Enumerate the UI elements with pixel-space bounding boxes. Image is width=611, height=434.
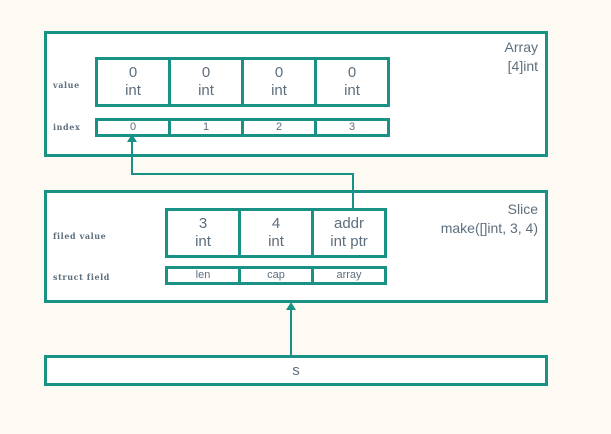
array-type-3: int [344, 82, 360, 99]
array-title: Array [504, 39, 538, 55]
array-value-cell-2: 0 int [241, 57, 317, 107]
variable-pointer-segment [290, 309, 292, 356]
slice-value-row: 3 int 4 int addr int ptr [165, 208, 387, 258]
variable-pointer-arrowhead [286, 302, 296, 310]
array-value-0: 0 [128, 64, 138, 81]
array-type-1: int [198, 82, 214, 99]
array-value-1: 0 [201, 64, 211, 81]
array-pointer-segment-horizontal [131, 173, 354, 175]
array-value-cell-1: 0 int [168, 57, 244, 107]
array-pointer-segment-vertical-right [352, 173, 354, 210]
slice-type-len: int [195, 233, 211, 250]
array-index-row: 0 1 2 3 [95, 118, 390, 137]
array-type-0: int [125, 82, 141, 99]
array-pointer-arrowhead [127, 134, 137, 142]
slice-struct-field-row-label: struct field [53, 272, 110, 282]
array-value-2: 0 [274, 64, 284, 81]
slice-field-cell-array: array [311, 266, 387, 285]
array-value-3: 0 [347, 64, 357, 81]
variable-label: s [292, 362, 300, 379]
array-value-row-label: value [53, 80, 80, 90]
slice-field-cell-len: len [165, 266, 241, 285]
array-index-cell-2: 2 [241, 118, 317, 137]
array-index-3: 3 [348, 121, 356, 133]
slice-value-array: addr [333, 215, 365, 232]
array-index-cell-3: 3 [314, 118, 390, 137]
array-index-row-label: index [53, 122, 81, 132]
slice-value-len: 3 [198, 215, 208, 232]
array-value-row: 0 int 0 int 0 int 0 int [95, 57, 390, 107]
slice-field-array: array [336, 269, 362, 281]
array-type-2: int [271, 82, 287, 99]
array-pointer-segment-vertical-left [131, 141, 133, 175]
slice-field-cell-cap: cap [238, 266, 314, 285]
slice-field-row: len cap array [165, 266, 387, 285]
slice-type-array: int ptr [330, 233, 368, 250]
slice-value-cap: 4 [271, 215, 281, 232]
array-index-1: 1 [202, 121, 210, 133]
array-index-cell-1: 1 [168, 118, 244, 137]
slice-value-cell-len: 3 int [165, 208, 241, 258]
array-index-2: 2 [275, 121, 283, 133]
slice-field-cap: cap [267, 269, 285, 281]
array-subtitle: [4]int [507, 58, 538, 74]
array-value-cell-3: 0 int [314, 57, 390, 107]
slice-value-cell-cap: 4 int [238, 208, 314, 258]
slice-type-cap: int [268, 233, 284, 250]
variable-box: s [44, 355, 548, 386]
slice-value-cell-array: addr int ptr [311, 208, 387, 258]
slice-subtitle: make([]int, 3, 4) [440, 220, 538, 236]
slice-title: Slice [507, 201, 538, 217]
slice-field-len: len [195, 269, 211, 281]
array-corner-label: Array [4]int [404, 38, 538, 76]
slice-corner-label: Slice make([]int, 3, 4) [368, 200, 538, 238]
array-index-0: 0 [129, 121, 137, 133]
array-value-cell-0: 0 int [95, 57, 171, 107]
slice-field-value-row-label: filed value [53, 231, 107, 241]
